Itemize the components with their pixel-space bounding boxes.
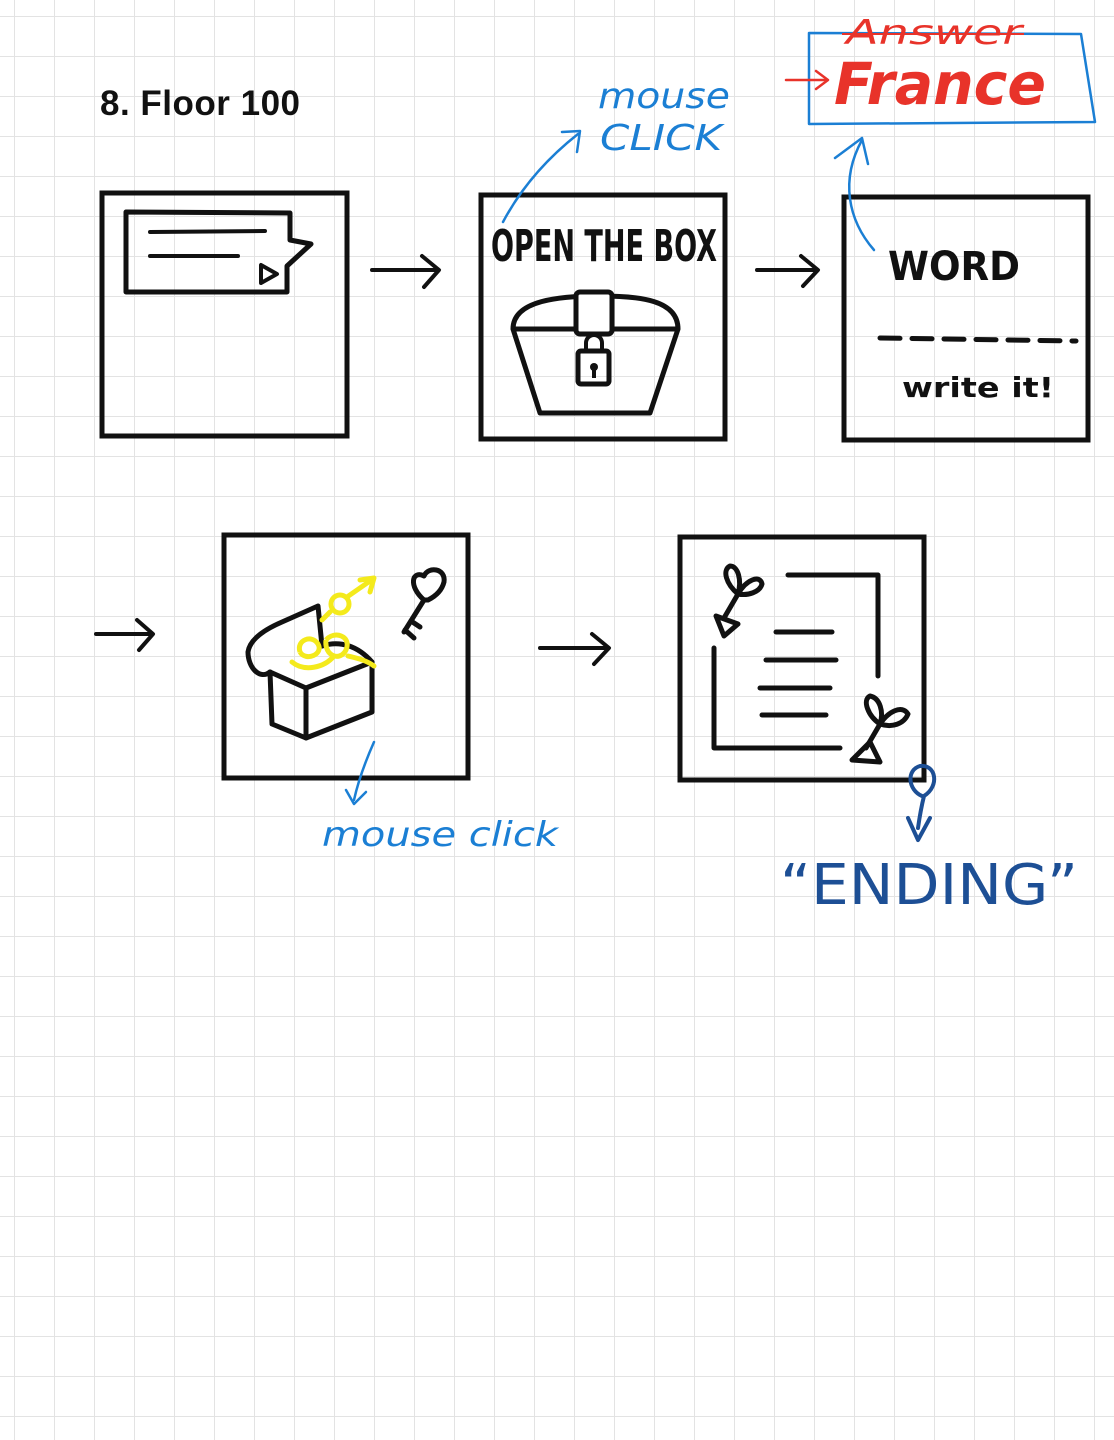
treasure-sparkle-icon — [289, 575, 377, 671]
panel-2-open-box: OPEN THE BOX — [478, 192, 728, 442]
page-title: 8. Floor 100 — [100, 84, 301, 123]
word-label: WORD — [888, 244, 1020, 290]
open-chest-icon — [245, 603, 375, 741]
sprout-icon-bottom — [849, 693, 911, 765]
mouse-click-annotation-bottom: mouse click — [322, 740, 560, 855]
red-arrow-icon — [784, 69, 830, 91]
answer-blank-line — [877, 335, 1079, 344]
sprout-icon-top — [713, 563, 765, 639]
document-frame-icon — [711, 572, 881, 751]
panel-1-dialog — [99, 190, 350, 439]
open-the-box-text: OPEN THE BOX — [491, 221, 717, 272]
mouse-label-top: mouse — [598, 76, 730, 117]
click-label-top: CLICK — [600, 118, 725, 159]
mouse-click-label-bottom: mouse click — [322, 815, 560, 855]
answer-box: Answer France — [784, 13, 1097, 252]
arrow-4 — [538, 632, 611, 666]
panel-4-open-chest — [221, 532, 471, 781]
speech-bubble-icon — [123, 209, 314, 295]
locked-chest-icon — [510, 289, 681, 416]
arrow-3 — [94, 618, 155, 652]
panel-5-ending — [677, 534, 927, 783]
arrow-1 — [370, 254, 441, 289]
ending-annotation: “ENDING” — [780, 763, 1078, 918]
arrow-2 — [755, 254, 820, 288]
mouse-click-annotation-top: mouse CLICK — [501, 76, 730, 224]
key-icon — [401, 567, 447, 641]
answer-value: France — [834, 50, 1046, 118]
ending-label: “ENDING” — [780, 853, 1078, 918]
panel-3-word: WORD write it! — [841, 194, 1091, 443]
write-it-hint: write it! — [902, 371, 1054, 404]
